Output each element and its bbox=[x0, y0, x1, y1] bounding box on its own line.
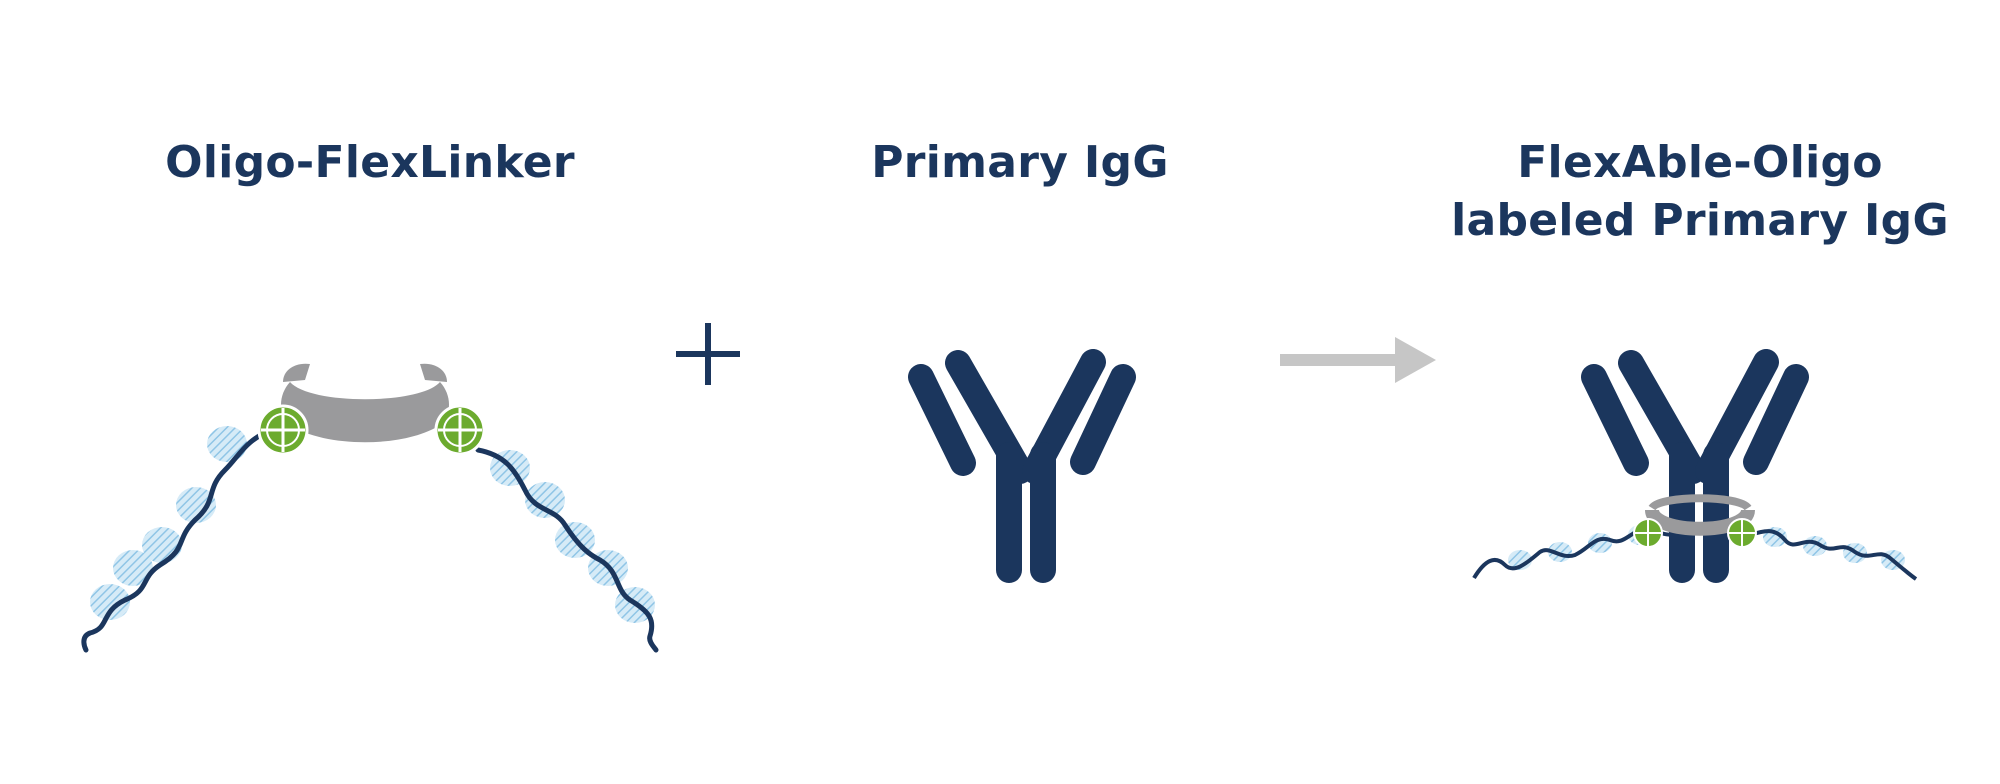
labeled-flexlinker-ring bbox=[1645, 494, 1755, 536]
labeled-igg-label-line1: FlexAble-Oligo bbox=[1517, 137, 1883, 188]
oligo-strand-left bbox=[81, 425, 278, 653]
oligo-flexlinker-label: Oligo-FlexLinker bbox=[165, 137, 575, 188]
labeled-anchor-left bbox=[1633, 518, 1663, 548]
reaction-arrow-icon bbox=[1280, 337, 1436, 383]
oligo-strand-right bbox=[475, 447, 659, 653]
primary-igg-label: Primary IgG bbox=[871, 137, 1169, 188]
labeled-anchor-right bbox=[1727, 518, 1757, 548]
labeled-igg-icon bbox=[1472, 349, 1918, 583]
igg-antibody-icon bbox=[908, 349, 1136, 583]
labeled-igg-label-line2: labeled Primary IgG bbox=[1451, 195, 1949, 246]
plus-icon bbox=[676, 323, 740, 385]
green-anchor-right bbox=[434, 404, 486, 456]
labeled-igg-label: FlexAble-Oligo labeled Primary IgG bbox=[1440, 134, 1960, 250]
oligo-flexlinker-icon bbox=[81, 363, 659, 653]
flexlinker-clamp bbox=[281, 363, 449, 443]
green-anchor-left bbox=[257, 404, 309, 456]
labeled-antibody bbox=[1581, 349, 1809, 583]
